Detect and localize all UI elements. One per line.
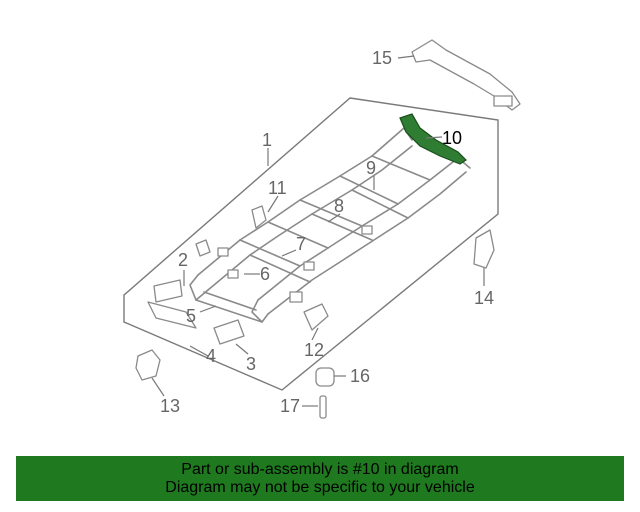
banner-line-1: Part or sub-assembly is #10 in diagram [181,461,459,478]
callout-5: 5 [186,306,196,326]
frame-assembly [189,127,471,323]
parts-diagram: 1 2 3 4 5 6 7 8 9 10 11 12 13 14 15 16 1… [123,39,521,419]
callout-1: 1 [262,130,272,150]
info-banner: Part or sub-assembly is #10 in diagram D… [16,456,624,501]
part-2-bracket [195,239,211,257]
callout-7: 7 [296,234,306,254]
part-12-bracket [303,303,329,331]
callout-2: 2 [178,250,188,270]
part-14-bracket [473,229,495,269]
part-11-bracket [251,205,267,229]
callout-15: 15 [372,48,392,68]
part-15-bumper [411,39,521,111]
callout-16: 16 [350,366,370,386]
callout-10: 10 [442,128,462,148]
part-3-mount [213,319,245,345]
part-17-bolt [319,395,327,419]
part-13-bracket [135,349,161,381]
callout-13: 13 [160,396,180,416]
callout-9: 9 [366,158,376,178]
part-10-crossmember[interactable] [399,113,467,165]
callout-11: 11 [268,178,287,198]
callout-4: 4 [206,346,216,366]
callout-6: 6 [260,264,270,284]
callout-3: 3 [246,354,256,374]
banner-line-2: Diagram may not be specific to your vehi… [165,479,475,496]
part-4-crossmember [147,301,197,329]
callout-17: 17 [280,396,300,416]
callout-12: 12 [304,340,324,360]
callout-14: 14 [474,288,494,308]
callout-8: 8 [334,196,344,216]
diagram-panel [123,97,499,391]
part-16-bushing [315,367,335,387]
part-4-bracket [153,279,183,303]
